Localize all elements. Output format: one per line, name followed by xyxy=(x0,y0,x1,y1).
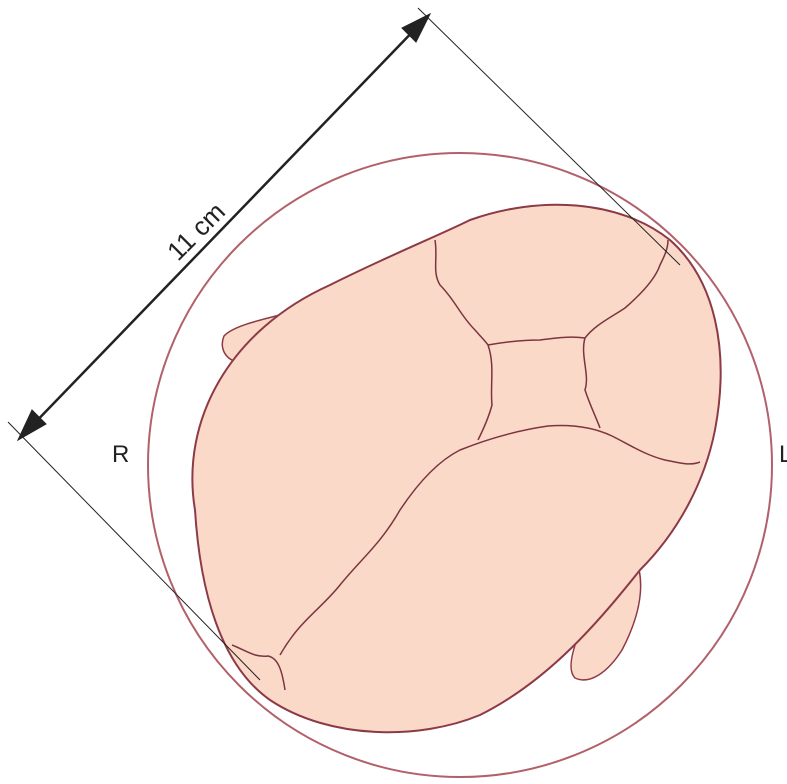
side-label-left: L xyxy=(779,441,787,468)
fetal-skull xyxy=(192,205,720,732)
side-label-right: R xyxy=(112,441,129,468)
